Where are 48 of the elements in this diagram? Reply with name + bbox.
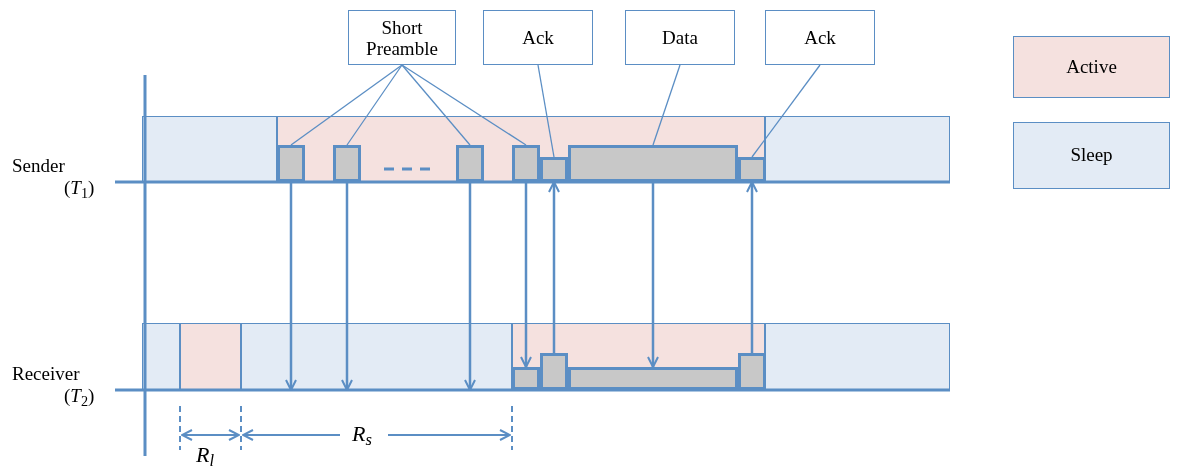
lane-label: Receiver bbox=[12, 364, 80, 383]
leader-line bbox=[290, 64, 403, 146]
callout-text: Data bbox=[662, 27, 698, 48]
packet-box bbox=[738, 157, 766, 182]
packet-box bbox=[333, 145, 361, 182]
packet-box bbox=[568, 145, 738, 182]
active-band bbox=[180, 323, 241, 390]
arrow bbox=[464, 182, 476, 391]
packet-box bbox=[512, 145, 540, 182]
sleep-band bbox=[765, 323, 950, 390]
packet-box bbox=[456, 145, 484, 182]
lane-label: (T$_{2}$) bbox=[64, 386, 95, 405]
legend-text: Sleep bbox=[1070, 143, 1113, 168]
packet-box bbox=[540, 353, 568, 390]
leader-line bbox=[751, 64, 821, 158]
callout-box bbox=[765, 10, 875, 65]
arrow bbox=[285, 182, 297, 391]
active-band bbox=[512, 323, 765, 390]
callout-text: Ack bbox=[522, 27, 554, 48]
callout-box bbox=[483, 10, 593, 65]
lane-label: (T$_{1}$) bbox=[64, 178, 95, 197]
leader-line bbox=[652, 64, 681, 146]
leader-line bbox=[346, 64, 403, 146]
leader-line bbox=[537, 64, 555, 158]
packet-box bbox=[277, 145, 305, 182]
arrow bbox=[548, 181, 560, 353]
callout-box bbox=[625, 10, 735, 65]
arrow bbox=[520, 182, 532, 368]
packet-box bbox=[738, 353, 766, 390]
sleep-band bbox=[142, 116, 277, 182]
packet-box bbox=[512, 367, 540, 390]
arrow bbox=[647, 182, 659, 368]
sleep-band bbox=[241, 323, 512, 390]
lane-label: Sender bbox=[12, 156, 65, 175]
dimension-label: R$_{s}$ bbox=[352, 423, 372, 445]
sleep-band bbox=[765, 116, 950, 182]
packet-box bbox=[540, 157, 568, 182]
callout-text: Ack bbox=[804, 27, 836, 48]
packet-box bbox=[568, 367, 738, 390]
active-band bbox=[277, 116, 765, 182]
callout-text: Short Preamble bbox=[365, 16, 439, 59]
arrow bbox=[341, 182, 353, 391]
arrow bbox=[746, 181, 758, 353]
leader-line bbox=[401, 64, 471, 146]
legend-text: Active bbox=[1066, 54, 1117, 79]
callout-box bbox=[348, 10, 456, 65]
dimension-label: R$_{l}$ bbox=[196, 444, 215, 466]
leader-line bbox=[401, 64, 527, 146]
